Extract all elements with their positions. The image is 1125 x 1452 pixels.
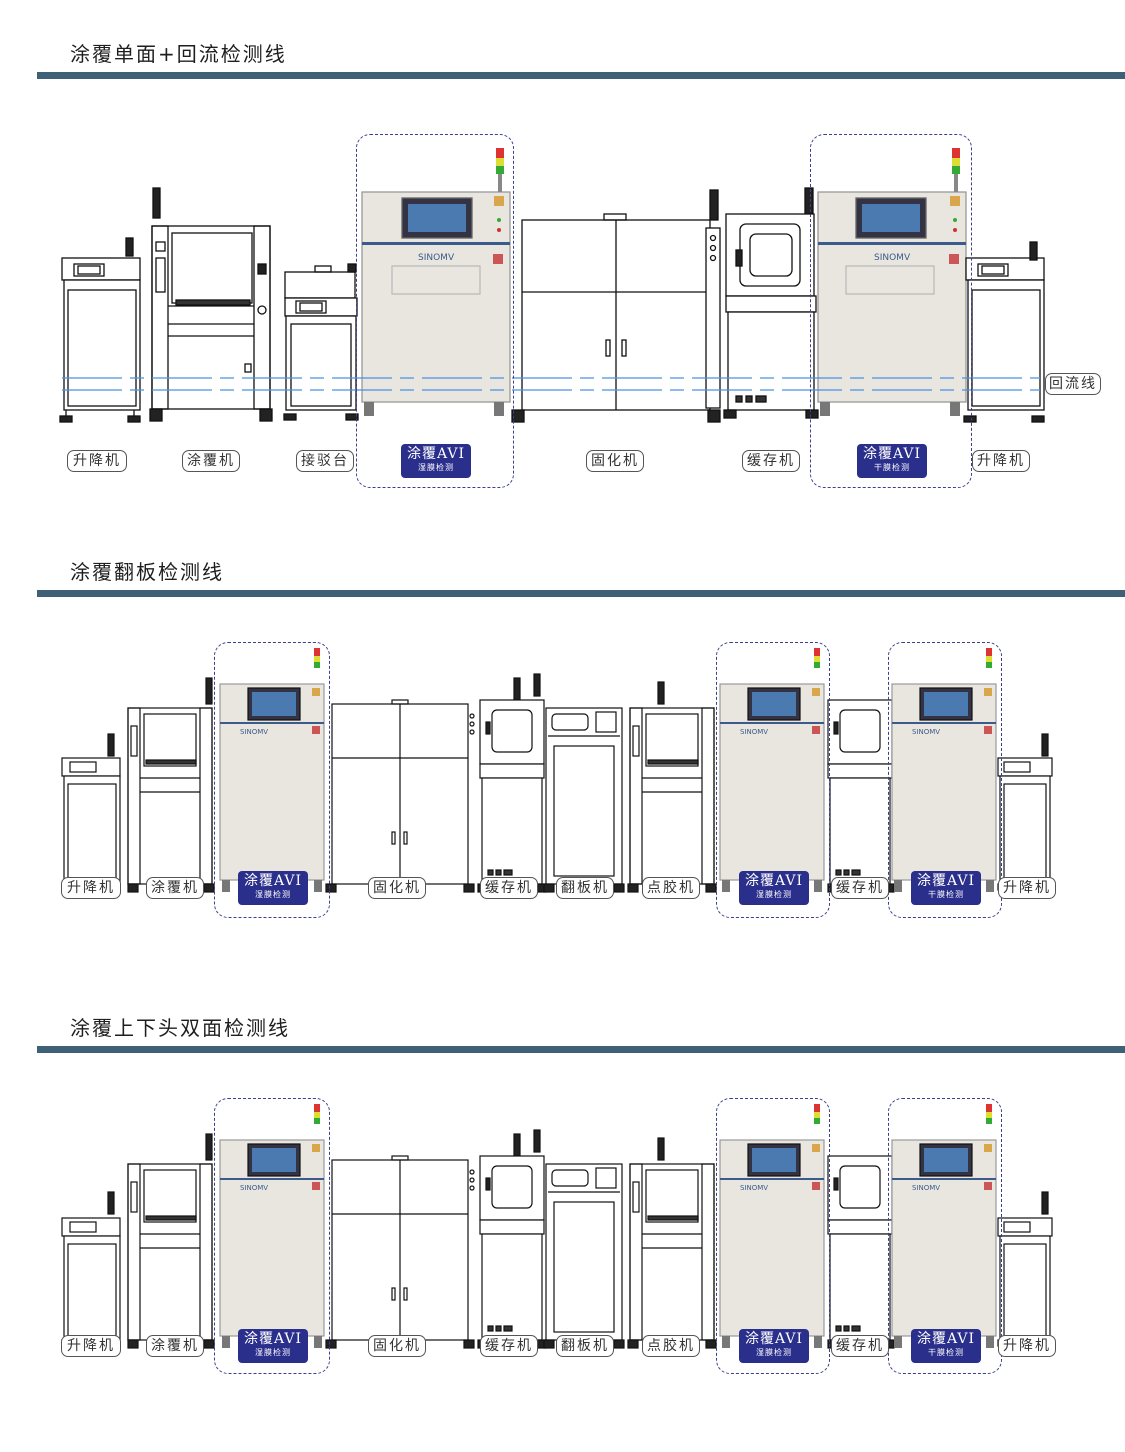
label-coater: 涂覆机 [182, 450, 240, 472]
label-docking: 接驳台 [296, 450, 354, 472]
label-lift: 升降机 [61, 877, 121, 899]
label-flipper: 翻板机 [556, 1335, 614, 1357]
line-diagram-2-graphic: SINOMV SINOMV SINOMV [61, 648, 1053, 893]
coating-machine [149, 187, 273, 422]
label-buffer: 缓存机 [831, 1335, 889, 1357]
label-buffer: 缓存机 [480, 877, 538, 899]
section-title: 涂覆上下头双面检测线 [70, 1016, 290, 1040]
avi-highlight [888, 1098, 1002, 1374]
avi-machine [817, 148, 967, 416]
label-lift: 升降机 [67, 450, 127, 472]
label-curing: 固化机 [368, 1335, 426, 1357]
brand-logo: SINOMV [240, 1184, 268, 1192]
line-diagram-1-graphic: SINOMV [59, 148, 1045, 423]
brand-logo: SINOMV [912, 728, 940, 736]
label-buffer: 缓存机 [831, 877, 889, 899]
line-diagram-1: SINOMV [0, 78, 1125, 488]
label-coater: 涂覆机 [146, 1335, 204, 1357]
return-line [62, 377, 1040, 391]
section-divider [37, 590, 1125, 597]
buffer-machine [723, 187, 819, 419]
label-buffer: 缓存机 [480, 1335, 538, 1357]
brand-logo: SINOMV [740, 728, 768, 736]
label-flipper: 翻板机 [556, 877, 614, 899]
section-title: 涂覆翻板检测线 [70, 560, 224, 584]
brand-logo: SINOMV [874, 253, 911, 263]
return-line-label: 回流线 [1045, 373, 1101, 395]
avi-highlight [716, 642, 830, 918]
line-diagram-3-graphic: SINOMV SINOMV SINOMV [61, 1104, 1053, 1349]
label-lift: 升降机 [972, 450, 1030, 472]
brand-logo: SINOMV [418, 253, 455, 263]
label-curing: 固化机 [368, 877, 426, 899]
label-lift: 升降机 [61, 1335, 121, 1357]
avi-machine [361, 148, 511, 416]
avi-highlight [888, 642, 1002, 918]
avi-highlight [214, 1098, 330, 1374]
brand-logo: SINOMV [912, 1184, 940, 1192]
brand-logo: SINOMV [740, 1184, 768, 1192]
label-dispenser: 点胶机 [642, 1335, 700, 1357]
section-title: 涂覆单面+回流检测线 [70, 42, 287, 66]
section-divider [37, 72, 1125, 79]
avi-highlight [214, 642, 330, 918]
label-buffer: 缓存机 [742, 450, 800, 472]
avi-highlight [716, 1098, 830, 1374]
curing-oven [511, 189, 721, 423]
docking-station [283, 263, 359, 421]
label-coater: 涂覆机 [146, 877, 204, 899]
brand-logo: SINOMV [240, 728, 268, 736]
lift-machine [59, 237, 141, 423]
section-divider [37, 1046, 1125, 1053]
label-lift: 升降机 [998, 1335, 1056, 1357]
lift-machine [963, 241, 1045, 423]
avi-highlight [810, 134, 972, 488]
avi-highlight [356, 134, 514, 488]
label-lift: 升降机 [998, 877, 1056, 899]
label-curing: 固化机 [586, 450, 644, 472]
label-dispenser: 点胶机 [642, 877, 700, 899]
